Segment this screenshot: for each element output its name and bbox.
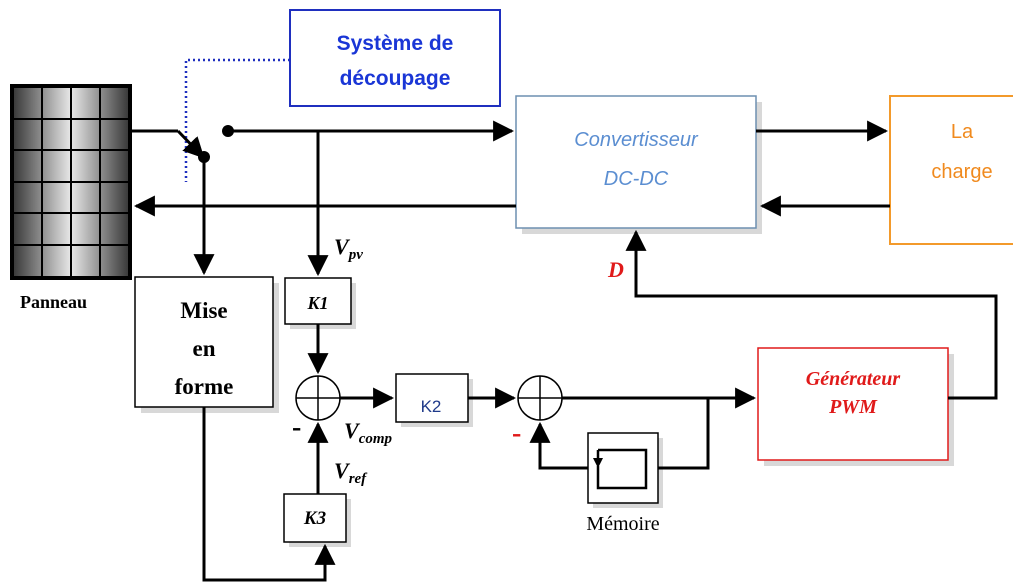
load-label-line1: La xyxy=(951,121,974,143)
k1-block: K1 xyxy=(284,277,356,329)
memory-block xyxy=(587,432,663,508)
mise-label-line3: forme xyxy=(175,374,234,399)
mise-label-line1: Mise xyxy=(180,298,227,323)
memory-label: Mémoire xyxy=(586,513,659,535)
converter-block: Convertisseur DC-DC xyxy=(515,95,762,234)
converter-label-line2: DC-DC xyxy=(604,168,669,190)
sum1-minus-sign: - xyxy=(292,412,301,443)
duty-cycle-label: D xyxy=(607,257,624,282)
converter-label-line1: Convertisseur xyxy=(574,129,699,151)
vpv-label: Vpv xyxy=(334,234,363,263)
sum-junction-2 xyxy=(517,375,563,421)
mise-label-line2: en xyxy=(193,336,216,361)
pwm-label-line2: PWM xyxy=(828,396,878,418)
pwm-block: Générateur PWM xyxy=(757,347,954,466)
k2-block: K2 xyxy=(395,373,473,427)
decoupage-label-line1: Système de xyxy=(337,32,454,55)
solar-panel xyxy=(10,84,132,280)
mise-en-forme-block: Mise en forme xyxy=(134,276,279,413)
switch-contact-bottom xyxy=(198,151,210,163)
load-block: La charge xyxy=(889,95,1013,245)
vcomp-label: Vcomp xyxy=(344,418,393,447)
decoupage-label-line2: découpage xyxy=(340,67,451,90)
k3-label: K3 xyxy=(303,508,326,529)
wires xyxy=(132,120,998,582)
vref-label: Vref xyxy=(334,458,368,487)
switch-contact-top xyxy=(222,125,234,137)
k1-label: K1 xyxy=(306,293,328,313)
load-label-line2: charge xyxy=(931,161,992,183)
sum-junction-1 xyxy=(295,375,341,421)
k2-label: K2 xyxy=(421,397,442,416)
k3-block: K3 xyxy=(283,493,351,547)
panel-label: Panneau xyxy=(20,292,87,312)
pwm-label-line1: Générateur xyxy=(806,368,901,390)
sum2-minus-sign: - xyxy=(512,418,521,449)
decoupage-block: Système de découpage xyxy=(289,9,501,107)
decoupage-control-line xyxy=(184,58,290,182)
